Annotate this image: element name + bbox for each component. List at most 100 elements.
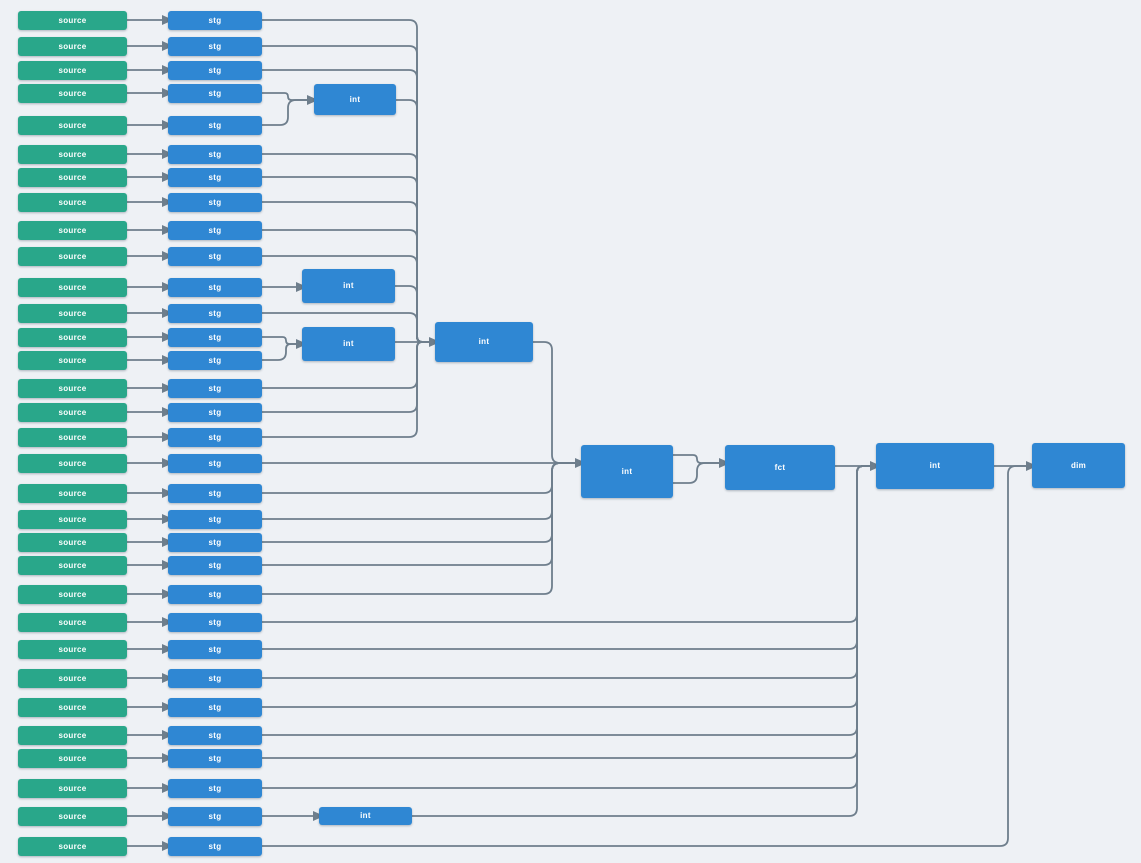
node-stg-11[interactable]: stg xyxy=(168,278,262,297)
node-stg-12[interactable]: stg xyxy=(168,304,262,323)
node-stg-4[interactable]: stg xyxy=(168,84,262,103)
node-label: stg xyxy=(208,172,222,182)
node-stg-22[interactable]: stg xyxy=(168,556,262,575)
node-int-join[interactable]: int xyxy=(581,445,673,498)
edge-intJoin-fct-upper xyxy=(672,454,731,469)
node-label: stg xyxy=(208,432,222,442)
node-label: stg xyxy=(208,753,222,763)
node-stg-29[interactable]: stg xyxy=(168,749,262,768)
node-label: int xyxy=(478,337,490,346)
node-stg-24[interactable]: stg xyxy=(168,613,262,632)
node-dim[interactable]: dim xyxy=(1032,443,1125,488)
node-label: source xyxy=(58,149,87,159)
node-source-1[interactable]: source xyxy=(18,11,127,30)
node-source-16[interactable]: source xyxy=(18,403,127,422)
node-stg-15[interactable]: stg xyxy=(168,379,262,398)
node-stg-19[interactable]: stg xyxy=(168,484,262,503)
node-stg-2[interactable]: stg xyxy=(168,37,262,56)
node-stg-5[interactable]: stg xyxy=(168,116,262,135)
node-stg-21[interactable]: stg xyxy=(168,533,262,552)
node-source-26[interactable]: source xyxy=(18,669,127,688)
node-stg-10[interactable]: stg xyxy=(168,247,262,266)
node-int-post[interactable]: int xyxy=(876,443,994,489)
node-source-3[interactable]: source xyxy=(18,61,127,80)
edge-stg32-dim xyxy=(261,465,1027,847)
node-label: source xyxy=(58,197,87,207)
node-source-7[interactable]: source xyxy=(18,168,127,187)
node-source-23[interactable]: source xyxy=(18,585,127,604)
node-source-18[interactable]: source xyxy=(18,454,127,473)
node-label: stg xyxy=(208,560,222,570)
node-stg-8[interactable]: stg xyxy=(168,193,262,212)
node-source-2[interactable]: source xyxy=(18,37,127,56)
node-source-25[interactable]: source xyxy=(18,640,127,659)
node-label: source xyxy=(58,783,87,793)
node-stg-28[interactable]: stg xyxy=(168,726,262,745)
node-label: stg xyxy=(208,458,222,468)
edge-intD-intPost xyxy=(411,465,871,817)
node-label: source xyxy=(58,458,87,468)
node-source-8[interactable]: source xyxy=(18,193,127,212)
node-label: stg xyxy=(208,225,222,235)
node-label: source xyxy=(58,65,87,75)
node-source-31[interactable]: source xyxy=(18,807,127,826)
node-source-12[interactable]: source xyxy=(18,304,127,323)
node-label: source xyxy=(58,41,87,51)
node-stg-30[interactable]: stg xyxy=(168,779,262,798)
node-int-main[interactable]: int xyxy=(435,322,533,362)
node-stg-27[interactable]: stg xyxy=(168,698,262,717)
node-label: int xyxy=(360,811,371,820)
node-label: stg xyxy=(208,702,222,712)
node-source-22[interactable]: source xyxy=(18,556,127,575)
node-label: stg xyxy=(208,355,222,365)
node-source-29[interactable]: source xyxy=(18,749,127,768)
node-stg-16[interactable]: stg xyxy=(168,403,262,422)
node-source-20[interactable]: source xyxy=(18,510,127,529)
node-source-11[interactable]: source xyxy=(18,278,127,297)
node-source-10[interactable]: source xyxy=(18,247,127,266)
node-label: int xyxy=(621,466,633,476)
node-source-4[interactable]: source xyxy=(18,84,127,103)
node-label: stg xyxy=(208,841,222,851)
node-stg-20[interactable]: stg xyxy=(168,510,262,529)
edge-stg17-intMain xyxy=(261,341,429,438)
node-stg-3[interactable]: stg xyxy=(168,61,262,80)
node-stg-23[interactable]: stg xyxy=(168,585,262,604)
node-source-15[interactable]: source xyxy=(18,379,127,398)
node-stg-25[interactable]: stg xyxy=(168,640,262,659)
node-stg-7[interactable]: stg xyxy=(168,168,262,187)
node-source-17[interactable]: source xyxy=(18,428,127,447)
node-fct[interactable]: fct xyxy=(725,445,835,490)
node-int-a[interactable]: int xyxy=(314,84,396,115)
node-label: stg xyxy=(208,811,222,821)
node-source-27[interactable]: source xyxy=(18,698,127,717)
node-int-b[interactable]: int xyxy=(302,269,395,303)
node-source-32[interactable]: source xyxy=(18,837,127,856)
node-stg-13[interactable]: stg xyxy=(168,328,262,347)
node-stg-14[interactable]: stg xyxy=(168,351,262,370)
node-stg-32[interactable]: stg xyxy=(168,837,262,856)
node-stg-31[interactable]: stg xyxy=(168,807,262,826)
node-source-19[interactable]: source xyxy=(18,484,127,503)
node-stg-17[interactable]: stg xyxy=(168,428,262,447)
node-source-14[interactable]: source xyxy=(18,351,127,370)
node-stg-18[interactable]: stg xyxy=(168,454,262,473)
node-source-13[interactable]: source xyxy=(18,328,127,347)
node-label: stg xyxy=(208,65,222,75)
node-stg-9[interactable]: stg xyxy=(168,221,262,240)
node-stg-6[interactable]: stg xyxy=(168,145,262,164)
node-source-6[interactable]: source xyxy=(18,145,127,164)
node-source-30[interactable]: source xyxy=(18,779,127,798)
node-source-28[interactable]: source xyxy=(18,726,127,745)
node-source-5[interactable]: source xyxy=(18,116,127,135)
node-source-21[interactable]: source xyxy=(18,533,127,552)
node-stg-26[interactable]: stg xyxy=(168,669,262,688)
node-source-24[interactable]: source xyxy=(18,613,127,632)
node-label: source xyxy=(58,432,87,442)
node-int-d[interactable]: int xyxy=(319,807,412,825)
node-int-c[interactable]: int xyxy=(302,327,395,361)
node-stg-1[interactable]: stg xyxy=(168,11,262,30)
node-label: source xyxy=(58,673,87,683)
node-label: source xyxy=(58,407,87,417)
node-source-9[interactable]: source xyxy=(18,221,127,240)
